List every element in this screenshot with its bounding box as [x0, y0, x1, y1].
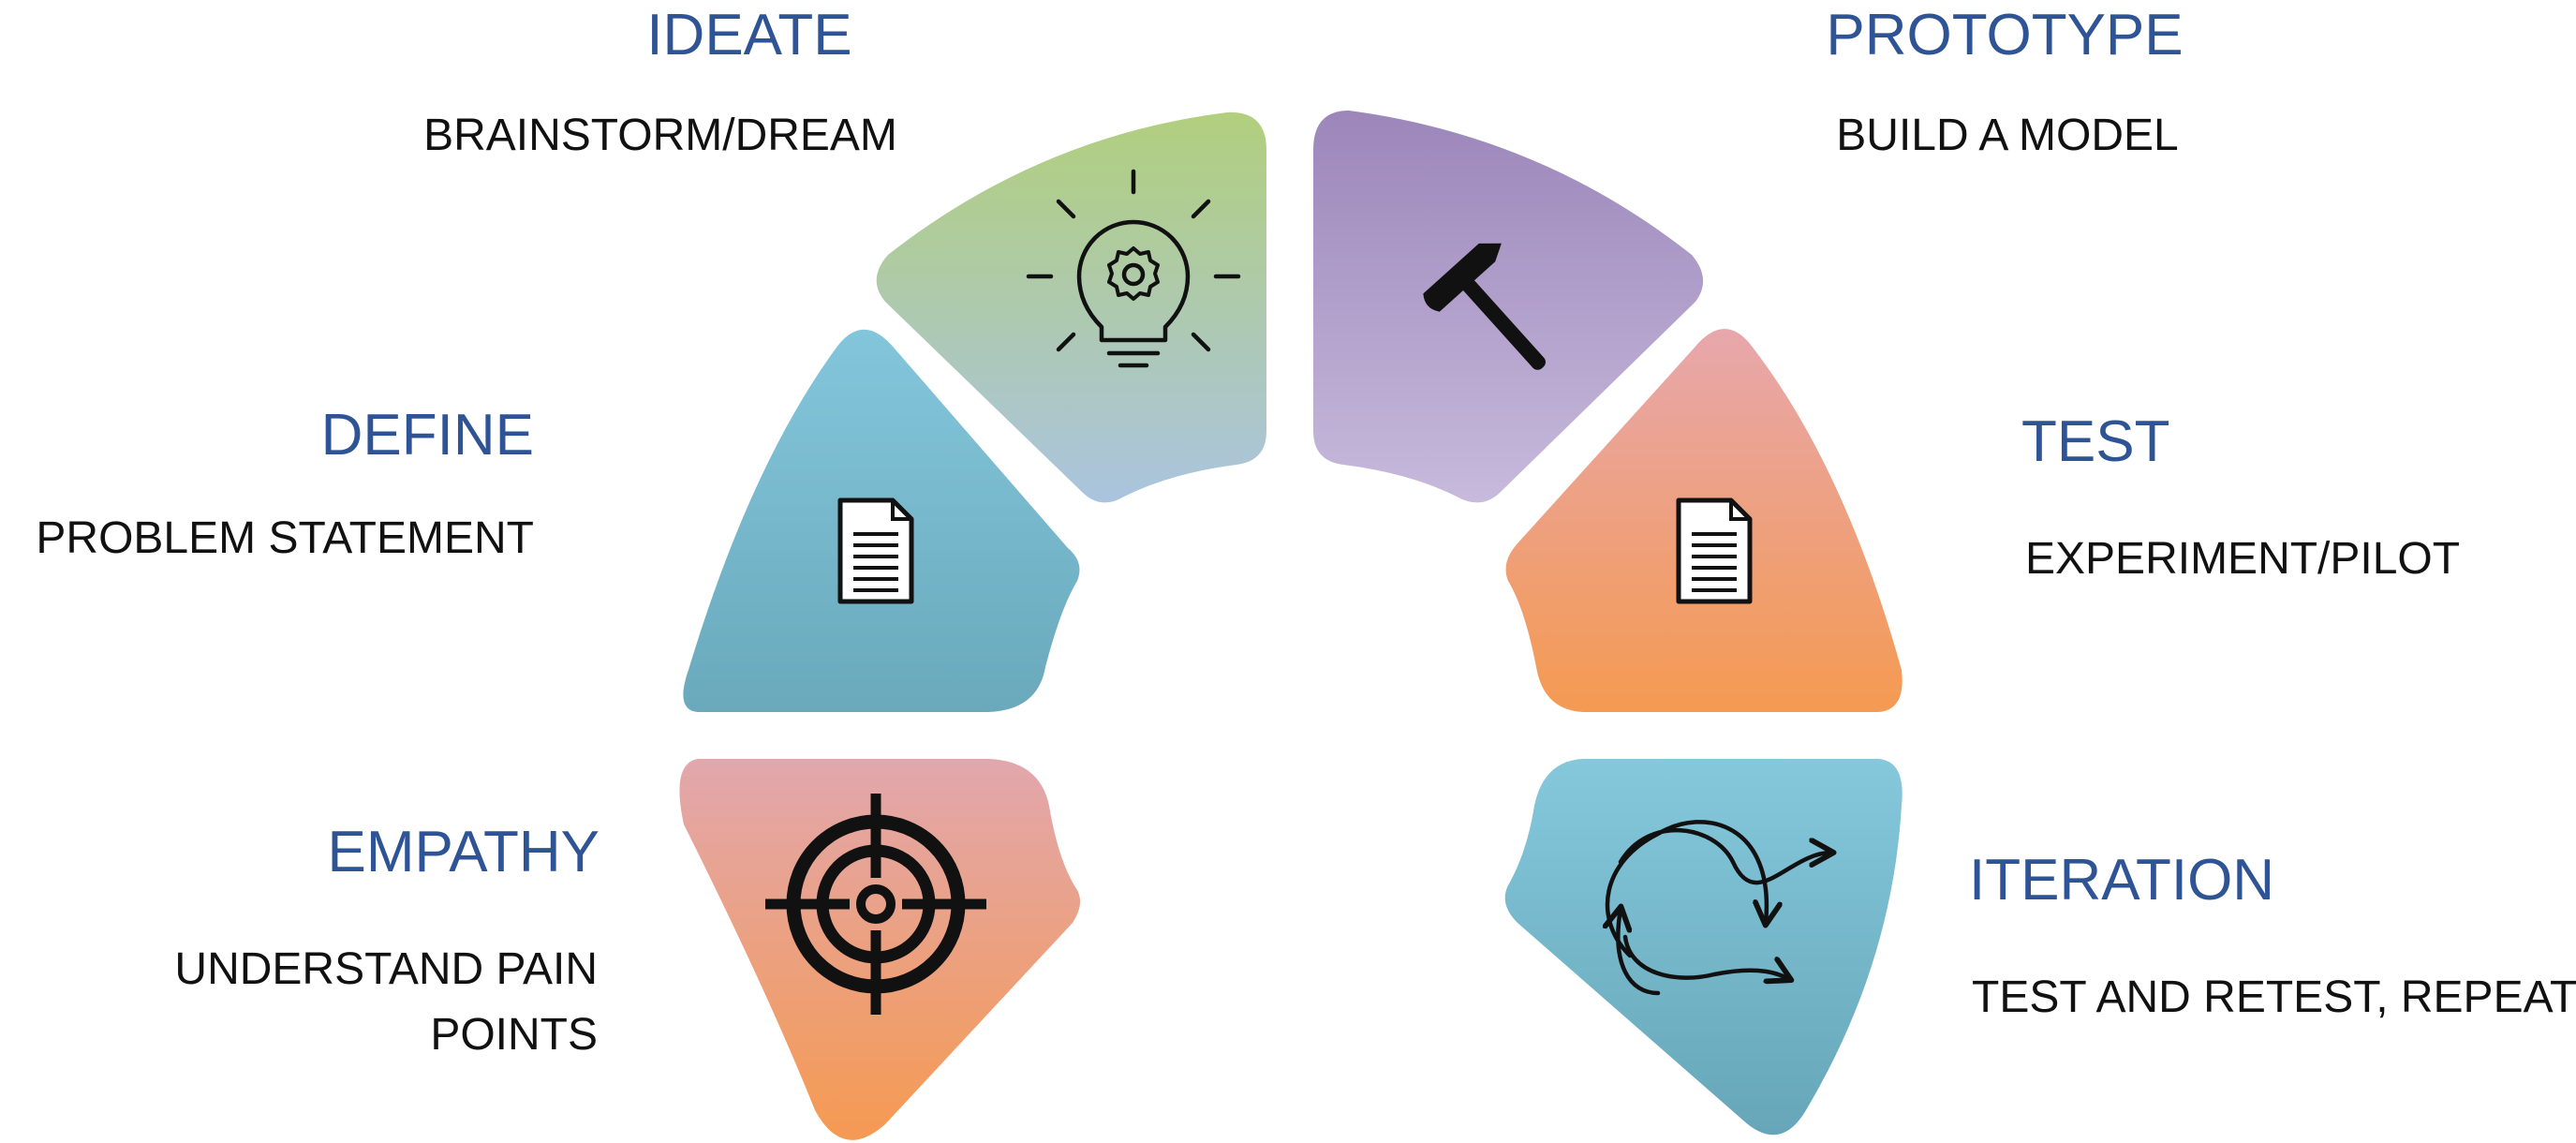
prototype-title: PROTOTYPE [1826, 3, 2183, 67]
document-icon [1676, 497, 1753, 604]
define-desc: PROBLEM STATEMENT [36, 513, 534, 563]
ideate-segment [876, 111, 1266, 503]
empathy-title: EMPATHY [327, 820, 600, 884]
document-icon [837, 497, 914, 604]
define-title: DEFINE [321, 403, 534, 468]
ideate-title: IDEATE [646, 3, 851, 67]
hammer-icon [1423, 243, 1546, 370]
iteration-desc: TEST AND RETEST, REPEAT [1972, 972, 2576, 1022]
prototype-segment [1313, 111, 1704, 503]
cycle-arrows-icon [1607, 820, 1831, 996]
iteration-title: ITERATION [1969, 848, 2274, 913]
empathy-desc-line2: POINTS [430, 1010, 598, 1060]
lightbulb-gear-icon [1026, 169, 1241, 368]
ideate-desc: BRAINSTORM/DREAM [423, 111, 897, 160]
test-title: TEST [2021, 409, 2169, 474]
prototype-desc: BUILD A MODEL [1836, 111, 2178, 160]
empathy-desc-line1: UNDERSTAND PAIN [174, 944, 598, 994]
test-desc: EXPERIMENT/PILOT [2025, 534, 2460, 584]
iteration-segment [1504, 759, 1902, 1136]
target-icon [765, 794, 986, 1015]
